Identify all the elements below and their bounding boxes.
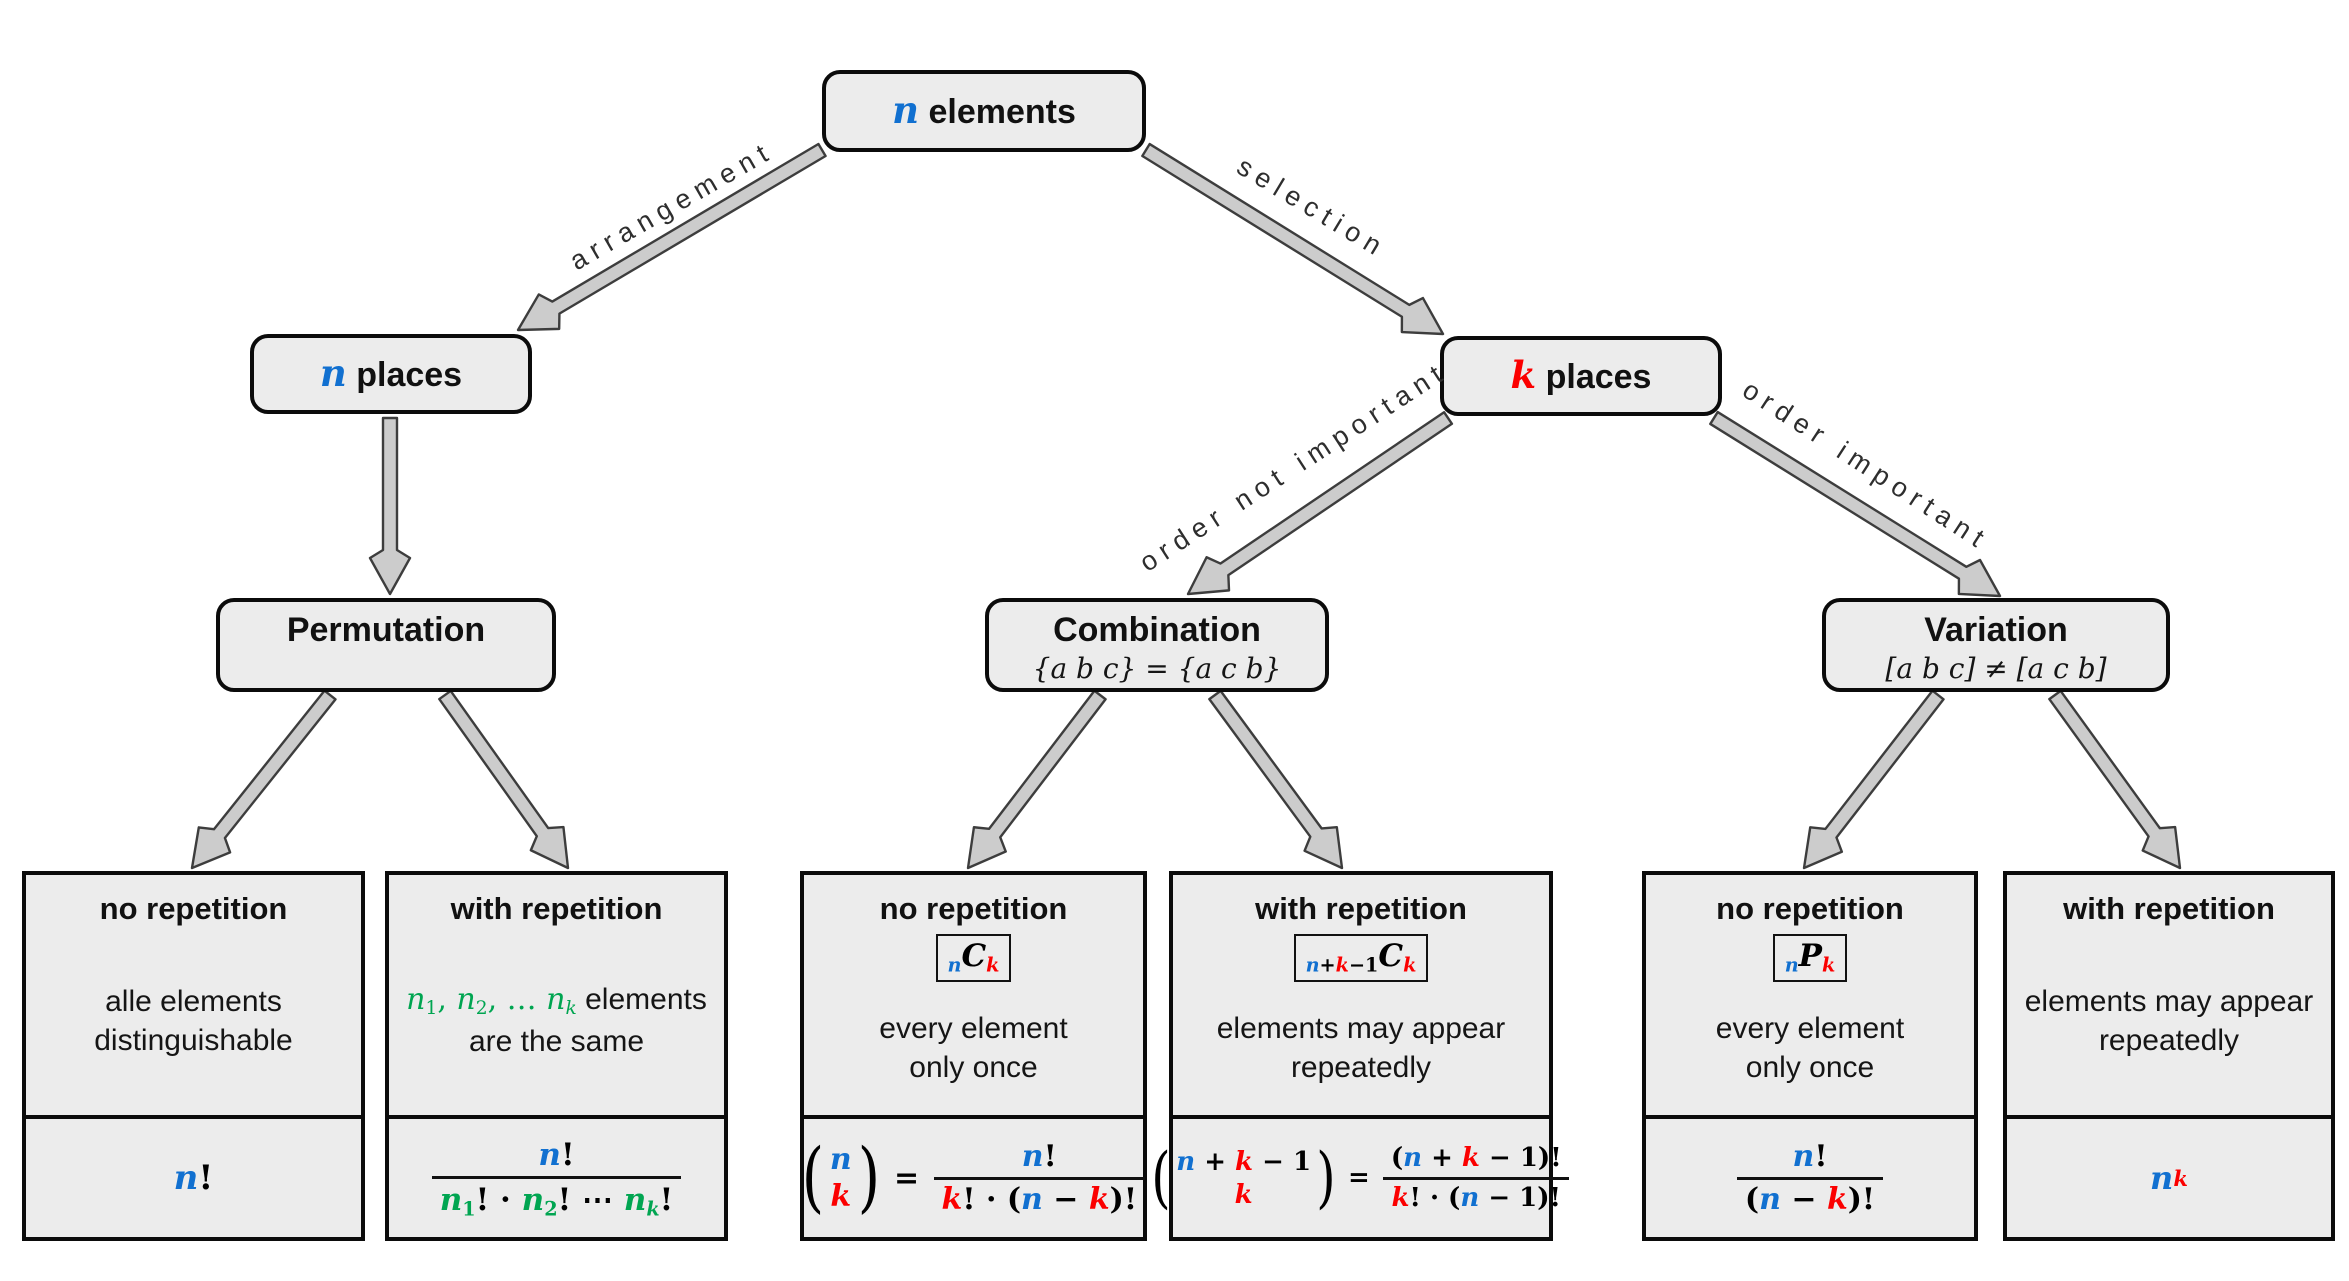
node-variation: Variation [a b c] ≠ [a c b]	[1822, 598, 2170, 692]
leaf-heading: no repetition	[99, 891, 288, 926]
node-n-elements-title: n elements	[892, 88, 1076, 133]
node-permutation-title: Permutation	[286, 611, 486, 649]
leaf-heading: no repetition	[879, 891, 1068, 926]
node-combination-subtitle: {a b c} = {a c b}	[1032, 652, 1282, 686]
node-n-elements: n elements	[822, 70, 1146, 152]
node-variation-subtitle: [a b c] ≠ [a c b]	[1885, 652, 2107, 686]
leaf-combination-with-repetition: with repetition n+k−1Ck elements may app…	[1152, 871, 1569, 1241]
leaf-formula: n!n1! · n2! ⋯ nk!	[389, 1115, 724, 1237]
node-k-places-title: k places	[1510, 353, 1652, 398]
leaf-heading: with repetition	[450, 891, 663, 926]
node-combination-title: Combination	[1053, 611, 1261, 649]
leaf-formula: n!(n − k)!	[1646, 1115, 1974, 1237]
leaf-heading: with repetition	[2063, 891, 2275, 926]
leaf-symbol-badge: n+k−1Ck	[1293, 934, 1429, 982]
leaf-heading: with repetition	[1255, 891, 1467, 926]
leaf-body: with repetition n+k−1Ck elements may app…	[1173, 875, 1549, 1115]
node-n-places: n places	[250, 334, 532, 414]
leaf-symbol-badge: nPk	[1772, 934, 1848, 982]
leaf-formula: n!	[26, 1115, 361, 1237]
node-combination: Combination {a b c} = {a c b}	[985, 598, 1329, 692]
node-k-places: k places	[1440, 336, 1722, 416]
node-n-places-title: n places	[319, 351, 463, 396]
leaf-heading: no repetition	[1716, 891, 1904, 926]
node-variation-title: Variation	[1924, 611, 2068, 649]
leaf-symbol-badge: nCk	[935, 934, 1012, 982]
node-permutation: Permutation	[216, 598, 556, 692]
